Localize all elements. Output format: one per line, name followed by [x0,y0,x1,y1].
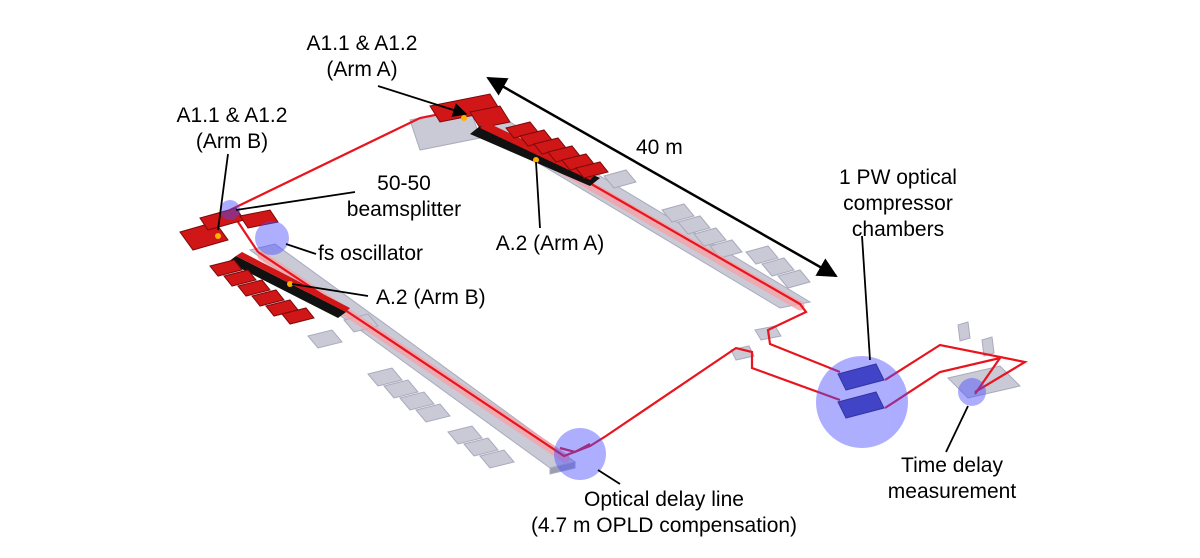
label-delay-line-line2: (4.7 m OPLD compensation) [531,514,797,537]
label-a1-arm-a-line1: A1.1 & A1.2 [307,32,418,55]
label-a1-arm-a-line2: (Arm A) [326,58,397,81]
text-labels: A1.1 & A1.2 (Arm A) A1.1 & A1.2 (Arm B) … [177,32,1017,537]
oscillator-highlight [255,221,289,255]
label-time-delay-line1: Time delay [901,454,1003,477]
label-distance: 40 m [636,136,683,159]
label-fs-oscillator: fs oscillator [318,242,423,265]
delay-line-highlight [554,428,606,480]
label-time-delay-line2: measurement [888,480,1017,503]
label-compressor-line3: chambers [852,218,944,241]
label-compressor-line1: 1 PW optical [839,166,957,189]
highlight-circles [220,200,986,480]
label-compressor-line2: compressor [843,192,953,215]
compressor-highlight [816,356,908,448]
time-delay-highlight [958,378,986,406]
label-a2-arm-a: A.2 (Arm A) [496,232,605,255]
label-a2-arm-b: A.2 (Arm B) [376,286,486,309]
label-a1-arm-b-line1: A1.1 & A1.2 [177,104,288,127]
distance-arrow [486,76,838,278]
beamsplitter-highlight [220,200,240,220]
label-delay-line-line1: Optical delay line [584,488,744,511]
label-a1-arm-b-line2: (Arm B) [196,130,268,153]
label-beamsplitter-line2: beamsplitter [347,198,461,221]
label-beamsplitter-line1: 50-50 [377,172,431,195]
